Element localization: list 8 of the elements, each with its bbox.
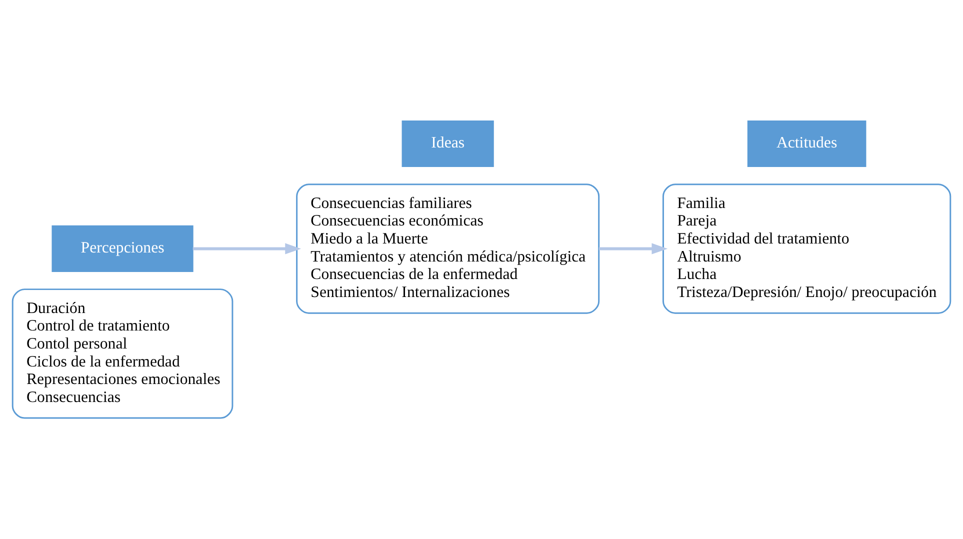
node-box: Actitudes <box>747 120 866 167</box>
node-box: Consecuencias familiares Consecuencias económicas Miedo a la Muerte Tratamientos y atención médica/psicolígica Consecuencias de la enfermedad Sentimientos/ Internalizaciones <box>296 184 600 314</box>
node-box: Duración Control de tratamiento Contol personal Ciclos de la enfermedad Representaciones emocionales Consecuencias <box>12 288 234 419</box>
node-box: Percepciones <box>52 225 194 272</box>
arrow <box>598 243 668 254</box>
arrow <box>192 243 302 254</box>
node-box: Ideas <box>402 120 494 167</box>
node-box: Familia Pareja Efectividad del tratamiento Altruismo Lucha Tristeza/Depresión/ Enojo/ preocupación <box>662 184 952 314</box>
